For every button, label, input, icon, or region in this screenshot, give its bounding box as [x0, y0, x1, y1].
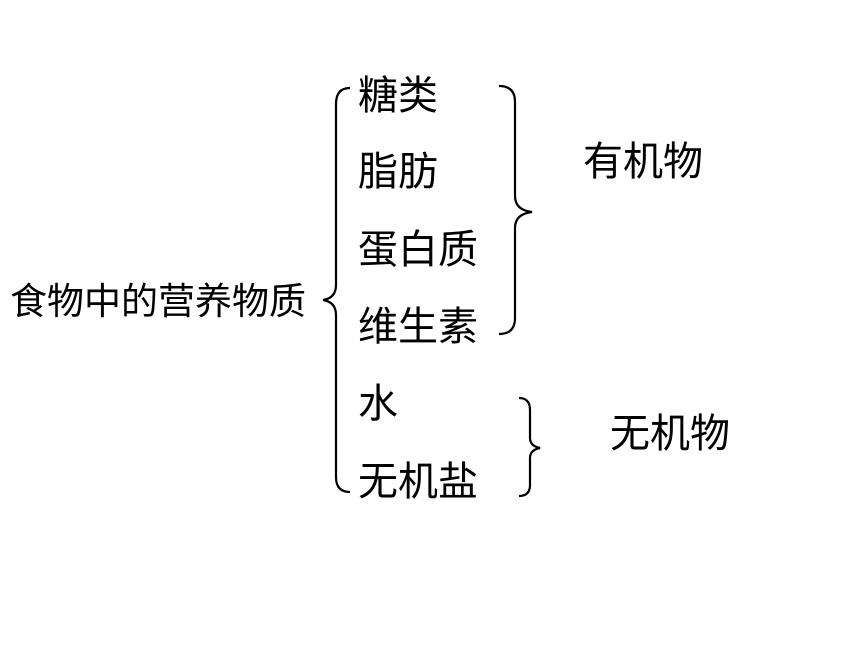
item-mineral-salt: 无机盐 — [358, 459, 478, 505]
group-label-inorganic: 无机物 — [610, 411, 730, 457]
inorganic-brace — [518, 396, 541, 498]
item-fat: 脂肪 — [358, 149, 438, 195]
root-label: 食物中的营养物质 — [10, 280, 306, 323]
organic-brace — [498, 84, 533, 336]
group-label-organic: 有机物 — [583, 139, 703, 185]
item-water: 水 — [358, 381, 398, 427]
left-brace — [322, 86, 351, 494]
item-sugar: 糖类 — [358, 73, 438, 119]
item-protein: 蛋白质 — [358, 227, 478, 273]
item-vitamin: 维生素 — [358, 304, 478, 350]
